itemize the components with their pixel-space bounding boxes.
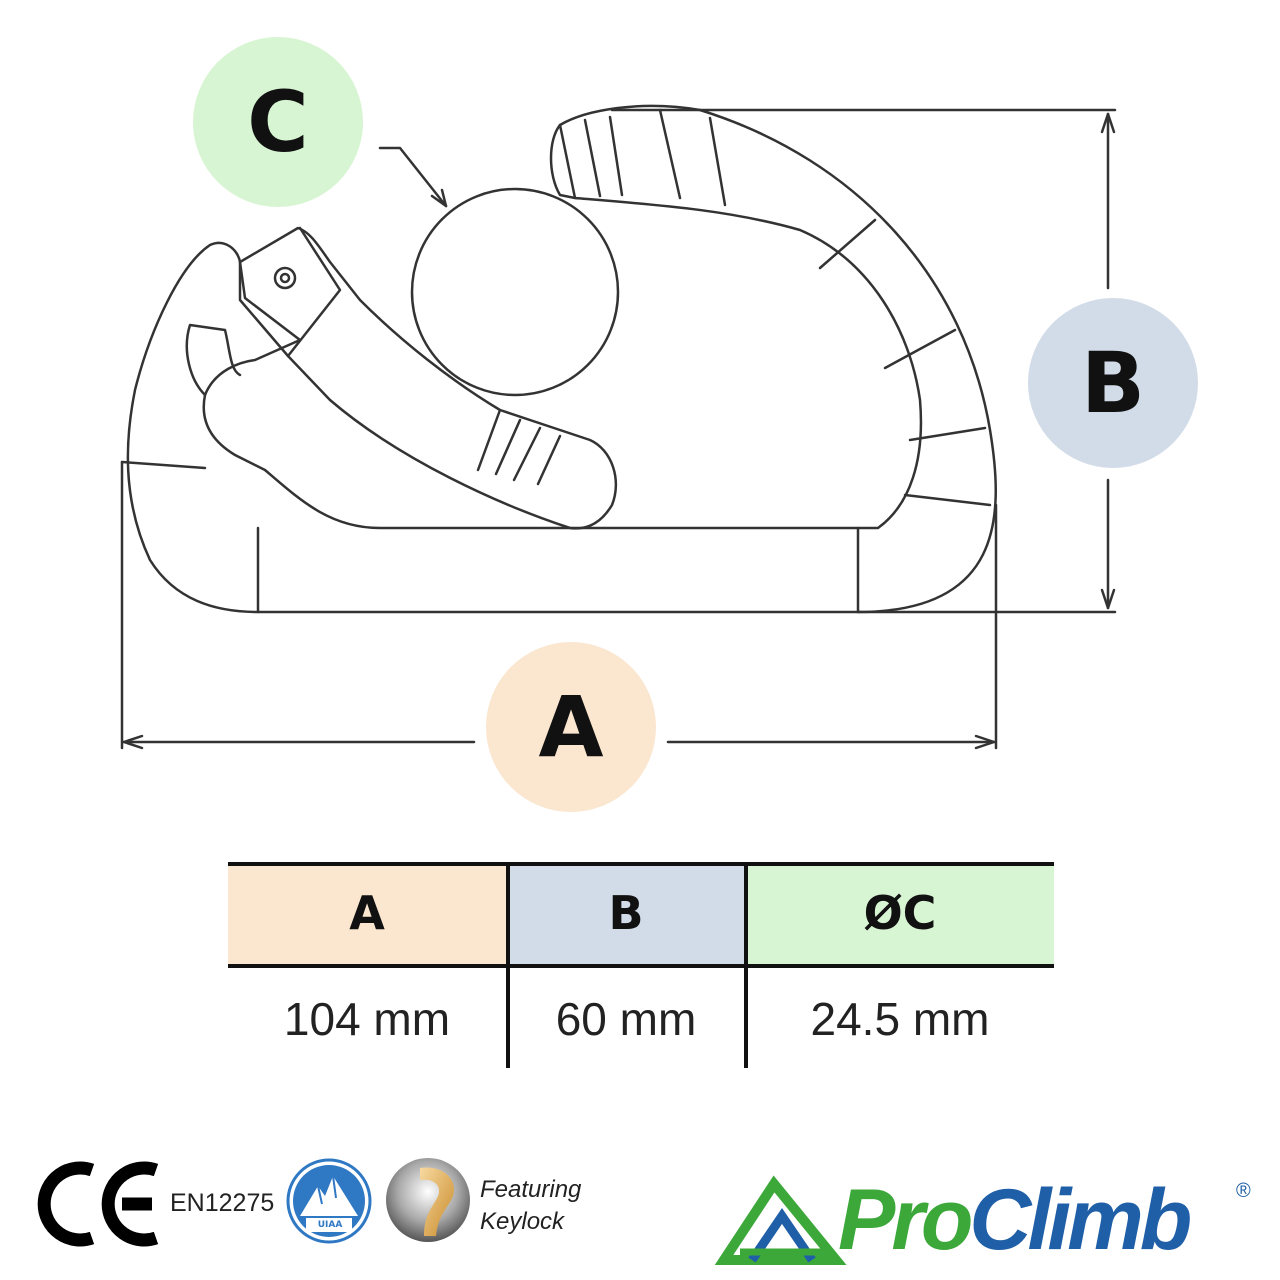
carabiner-spine-inner: [256, 526, 860, 614]
table-divider-1: [506, 862, 510, 1068]
carabiner-outer-outline: [126, 104, 997, 614]
gate-pivot: [273, 266, 297, 290]
callout-c: C: [193, 37, 363, 207]
keylock-line-2: Keylock: [480, 1208, 565, 1235]
brand-name: ProClimb: [838, 1170, 1192, 1270]
keylock-line-1: Featuring: [480, 1176, 582, 1203]
brand-part-pro: Pro: [838, 1172, 973, 1268]
dimension-b-extension-lines: [610, 108, 1117, 614]
header-a: A: [228, 862, 506, 964]
carabiner-diagram: C B A: [120, 37, 1198, 812]
carabiner-drawing: [120, 104, 1117, 750]
callout-a: A: [486, 642, 656, 812]
uiaa-label: UIAA: [317, 1220, 343, 1230]
value-b: 60 mm: [555, 993, 697, 1045]
gate-ridges: [476, 408, 562, 486]
nose-lobe: [185, 323, 242, 397]
body-segment-lines: [818, 218, 992, 507]
proclimb-logo-icon: [714, 1175, 847, 1265]
gate-lock-sleeve: [286, 226, 342, 358]
dimension-a-extension-lines: [120, 460, 998, 750]
callout-b: B: [1028, 298, 1198, 468]
carabiner-gate: [238, 226, 618, 530]
keylock-caption: Featuring Keylock: [480, 1174, 581, 1238]
brand-part-climb: Climb: [969, 1172, 1192, 1268]
callout-c-leader: [378, 146, 448, 208]
uiaa-badge-icon: [286, 1158, 372, 1244]
top-lobe-ridges: [558, 108, 727, 207]
table-divider-2: [744, 862, 748, 1068]
nose-segment-line: [120, 460, 207, 470]
ce-mark-icon: [37, 1161, 159, 1247]
header-b: B: [508, 862, 744, 964]
registered-mark: ®: [1236, 1180, 1251, 1202]
standard-label: EN12275: [170, 1189, 275, 1217]
value-c: 24.5 mm: [810, 993, 990, 1045]
table-top-rule: [228, 862, 1054, 866]
rope-diameter-circle: [410, 187, 620, 397]
dimensions-table: A B ØC 104 mm 60 mm 24.5 mm: [228, 862, 1054, 1068]
footer: UIAA EN12275 Featuring Keylock ProClimb …: [0, 1140, 1280, 1280]
table-header-rule: [228, 964, 1054, 968]
header-c: ØC: [746, 862, 1054, 964]
value-a: 104 mm: [283, 993, 451, 1045]
keylock-icon: [386, 1158, 470, 1242]
